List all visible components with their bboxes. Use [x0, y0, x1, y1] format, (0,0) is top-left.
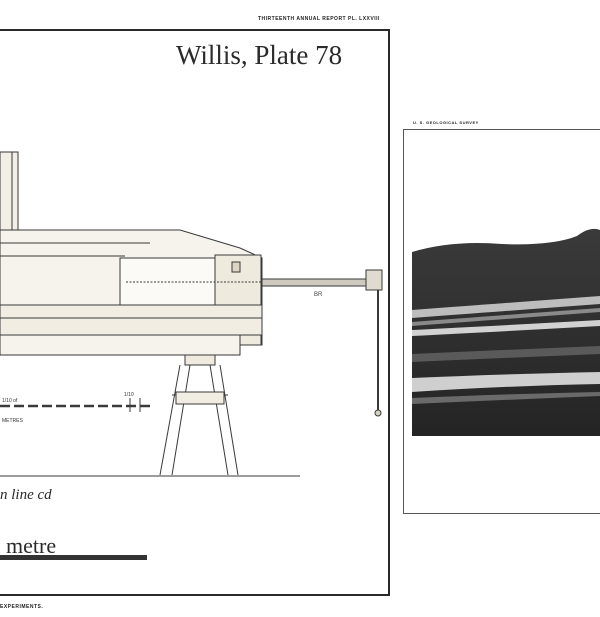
plate-title: Willis, Plate 78	[176, 40, 343, 70]
svg-text:1/10 of: 1/10 of	[2, 398, 18, 404]
right-plate-running-header: U. S. GEOLOGICAL SURVEY	[413, 120, 479, 125]
scale-metre-label: metre	[6, 533, 57, 558]
drawing-label-br: BR	[314, 292, 323, 298]
scale-bar	[0, 555, 147, 560]
left-plate-footer: EXPERIMENTS.	[0, 604, 44, 610]
svg-text:1/10: 1/10	[124, 392, 134, 398]
left-plate-running-header: THIRTEENTH ANNUAL REPORT PL. LXXVIII	[258, 16, 380, 22]
folded-strata-photo	[412, 228, 600, 436]
figure-caption: n line cd	[0, 487, 52, 503]
svg-text:METRES: METRES	[2, 418, 24, 424]
pressure-machine-drawing: 1/10 of METRES 1/10 BR	[0, 151, 383, 477]
